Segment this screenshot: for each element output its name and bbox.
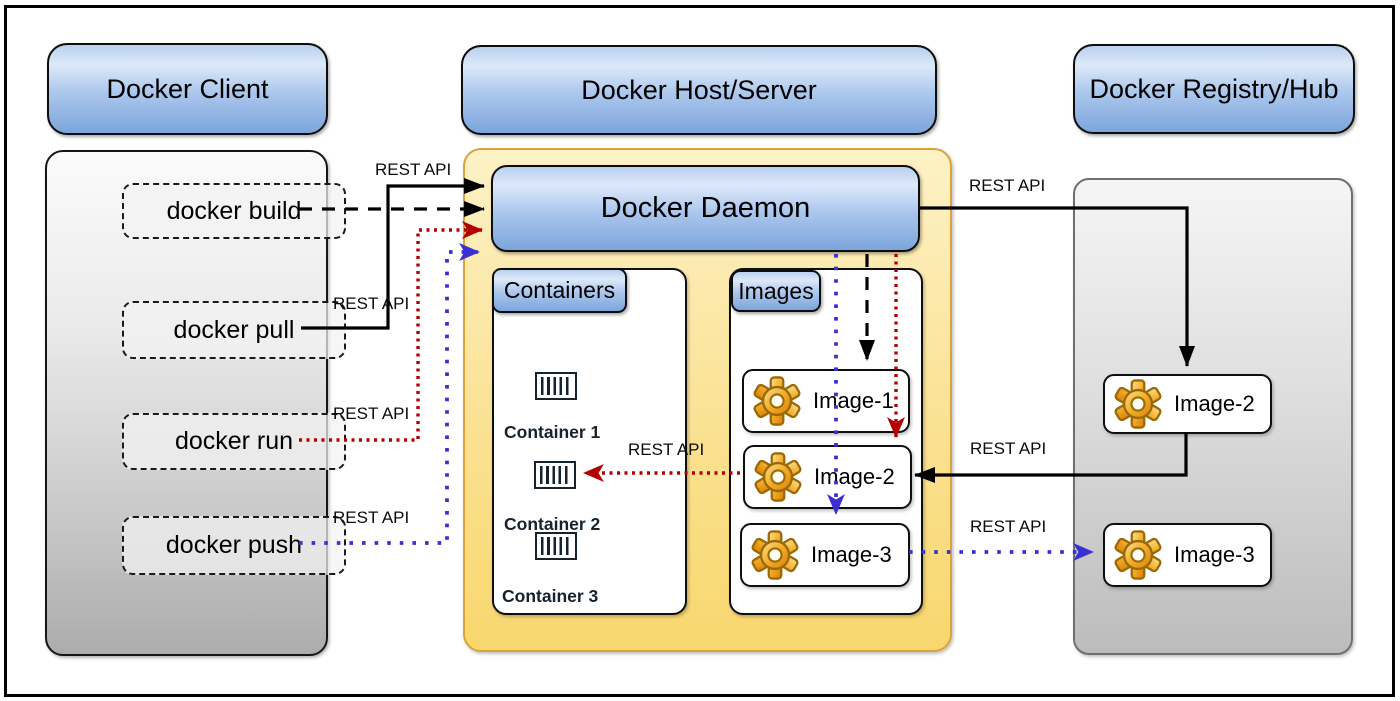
images-tab-label: Images bbox=[738, 277, 814, 304]
command-docker-build-label: docker build bbox=[166, 196, 302, 225]
docker-registry-panel: Image-2 Image-3 bbox=[1073, 178, 1353, 655]
gear-icon bbox=[1112, 378, 1164, 430]
registry-image-3: Image-3 bbox=[1103, 523, 1272, 587]
container-1-label: Container 1 bbox=[504, 422, 601, 442]
rest-api-label-image3-registry: REST API bbox=[970, 517, 1047, 536]
host-image-3: Image-3 bbox=[740, 523, 910, 587]
container-icon bbox=[535, 532, 577, 560]
container-3-label: Container 3 bbox=[502, 586, 599, 606]
container-2-label: Container 2 bbox=[504, 514, 601, 534]
container-icon-stripes bbox=[541, 377, 571, 395]
docker-client-panel: docker build docker pull docker run dock… bbox=[45, 150, 346, 656]
registry-image-3-label: Image-3 bbox=[1174, 542, 1255, 567]
rest-api-label-daemon-registry: REST API bbox=[969, 176, 1046, 195]
host-image-2-label: Image-2 bbox=[814, 464, 895, 489]
command-docker-push: docker push bbox=[122, 516, 346, 575]
images-box: Images Image-1 Image-2 Image-3 bbox=[729, 268, 923, 615]
command-docker-pull: docker pull bbox=[122, 301, 346, 359]
command-docker-push-label: docker push bbox=[165, 531, 303, 559]
container-icon-stripes bbox=[540, 466, 570, 484]
header-docker-host-label: Docker Host/Server bbox=[581, 74, 817, 105]
gear-icon bbox=[749, 529, 801, 581]
header-docker-registry-label: Docker Registry/Hub bbox=[1089, 73, 1339, 104]
host-image-3-label: Image-3 bbox=[811, 542, 892, 567]
images-tab: Images bbox=[731, 270, 821, 312]
container-icon bbox=[535, 372, 577, 400]
host-image-2: Image-2 bbox=[743, 445, 912, 509]
rest-api-label-registry-image2: REST API bbox=[970, 439, 1047, 458]
command-docker-run-label: docker run bbox=[174, 427, 294, 455]
command-docker-pull-label: docker pull bbox=[173, 315, 295, 344]
docker-daemon-box: Docker Daemon bbox=[491, 165, 920, 252]
docker-daemon-label: Docker Daemon bbox=[600, 192, 811, 224]
containers-box: Containers Container 1 Container 2 Conta… bbox=[492, 268, 687, 615]
header-docker-host: Docker Host/Server bbox=[461, 45, 937, 135]
header-docker-client: Docker Client bbox=[47, 43, 328, 135]
containers-tab-label: Containers bbox=[503, 277, 616, 303]
gear-icon bbox=[1112, 529, 1164, 581]
rest-api-label-build: REST API bbox=[375, 160, 452, 179]
container-icon-stripes bbox=[541, 537, 571, 555]
header-docker-client-label: Docker Client bbox=[106, 73, 269, 104]
command-docker-build: docker build bbox=[122, 183, 346, 239]
command-docker-run: docker run bbox=[122, 413, 346, 470]
registry-image-2-label: Image-2 bbox=[1174, 391, 1255, 416]
host-image-1: Image-1 bbox=[742, 369, 910, 433]
registry-image-2: Image-2 bbox=[1103, 374, 1272, 434]
host-image-1-label: Image-1 bbox=[813, 388, 894, 413]
gear-icon bbox=[751, 375, 803, 427]
containers-tab: Containers bbox=[492, 268, 627, 313]
container-icon bbox=[534, 461, 576, 489]
gear-icon bbox=[752, 451, 804, 503]
header-docker-registry: Docker Registry/Hub bbox=[1073, 44, 1355, 134]
